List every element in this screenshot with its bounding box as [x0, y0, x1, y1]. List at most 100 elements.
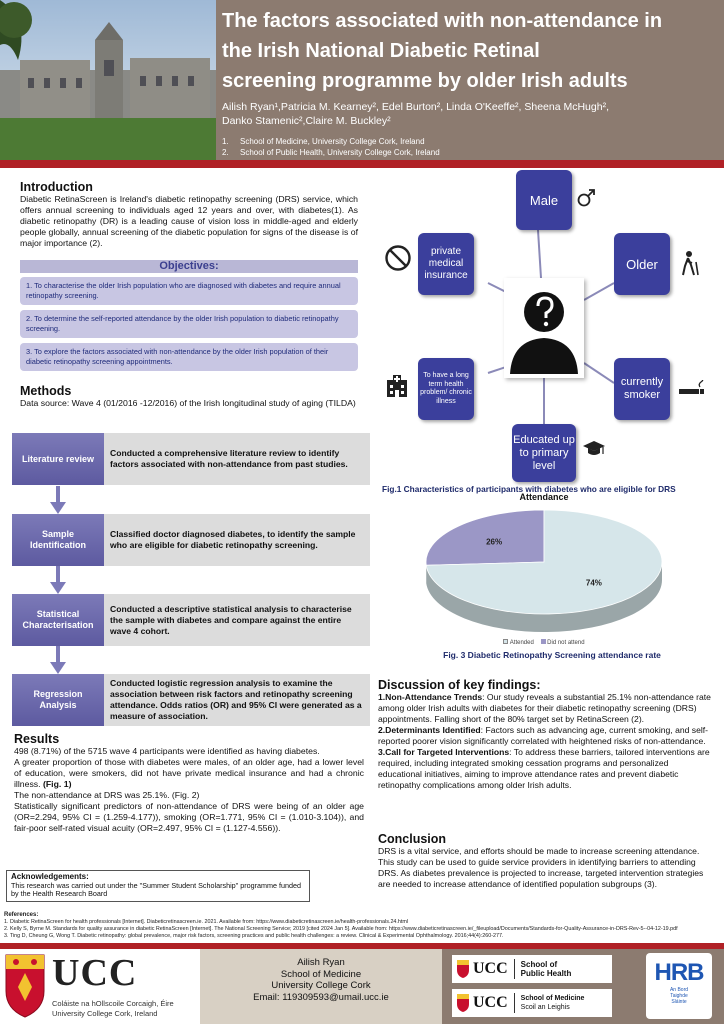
conclusion-heading: Conclusion — [378, 832, 447, 846]
participants-figure: Male private medical insurance Older To … — [378, 168, 724, 484]
figure-reference: (Fig. 1) — [42, 779, 72, 789]
discussion-item-text: : Our study reveals a substantial 25.1% … — [378, 692, 711, 724]
references: References: 1. Diabetic RetinaScreen for… — [4, 912, 720, 940]
discussion-item-text: : To address these barriers, tailored in… — [378, 747, 710, 790]
legend-swatch-attended — [503, 639, 509, 644]
discussion-body: 1.Non-Attendance Trends: Our study revea… — [378, 692, 712, 791]
header-divider — [0, 160, 724, 168]
legend-label: Attended — [509, 640, 534, 646]
prohibited-icon — [385, 245, 411, 271]
node-insurance: private medical insurance — [418, 233, 474, 295]
contact-email: Email: 119309593@umail.ucc.ie — [253, 991, 389, 1003]
step-label-sample: Sample Identification — [12, 514, 104, 566]
methods-source: Data source: Wave 4 (01/2016 -12/2016) o… — [20, 398, 356, 408]
step-text-statistical: Conducted a descriptive statistical anal… — [104, 594, 370, 646]
authors-line: Danko Stamenic²,Claire M. Buckley² — [222, 115, 391, 127]
acknowledgements-box: Acknowledgements: This research was carr… — [6, 870, 310, 902]
school-label-line: Scoil an Leighis — [520, 1004, 570, 1011]
results-body: 498 (8.71%) of the 5715 wave 4 participa… — [14, 746, 364, 834]
affiliation-number: 2. — [222, 148, 229, 157]
school-label-line: School of — [520, 960, 558, 969]
down-arrow-icon — [50, 646, 66, 674]
legend-swatch-not-attended — [540, 639, 546, 644]
reference-item: 3. Ting D, Cheung G, Wong T. Diabetic re… — [4, 933, 504, 939]
hrb-wordmark: HRB — [654, 959, 705, 986]
affiliation-text: School of Public Health, University Coll… — [240, 148, 440, 157]
small-ucc-crest-icon — [457, 960, 469, 978]
cigarette-icon — [679, 380, 704, 394]
references-heading: References: — [4, 912, 39, 918]
affiliation-item: 2. School of Public Health, University Co… — [222, 147, 718, 158]
affiliation-text: School of Medicine, University College C… — [240, 137, 425, 146]
down-arrow-icon — [50, 566, 66, 594]
pie-data-label: 26% — [486, 537, 502, 546]
affiliation-number: 1. — [222, 137, 229, 146]
node-male: Male — [516, 170, 572, 230]
step-label-regression: Regression Analysis — [12, 674, 104, 726]
affiliations: 1. School of Medicine, University College… — [222, 136, 718, 158]
small-ucc-wordmark: UCC — [473, 994, 508, 1011]
person-question-icon — [510, 292, 578, 374]
discussion-item: 1.Non-Attendance Trends: Our study revea… — [378, 692, 712, 725]
discussion-item: 2.Determinants Identified: Factors such … — [378, 725, 712, 747]
step-text-sample: Classified doctor diagnosed diabetes, to… — [104, 514, 370, 566]
discussion-item: 3.Call for Targeted Interventions: To ad… — [378, 747, 712, 791]
figure3-caption: Fig. 3 Diabetic Retinopathy Screening at… — [443, 650, 661, 660]
pie-chart: 26%74% — [425, 509, 663, 632]
figure1-caption: Fig.1 Characteristics of participants wi… — [382, 484, 676, 494]
hrb-irish-line: Taighde — [670, 993, 688, 999]
discussion-heading: Discussion of key findings: — [378, 678, 541, 692]
down-arrow-icon — [50, 486, 66, 514]
title-line: the Irish National Diabetic Retinal — [222, 40, 540, 62]
affiliation-item: 1. School of Medicine, University College… — [222, 136, 718, 147]
ucc-irish-name: Coláiste na hOllscoile Corcaigh, Éire — [52, 999, 174, 1008]
objectives-heading: Objectives: — [20, 260, 358, 273]
reference-item: 1. Diabetic RetinaScreen for health prof… — [4, 919, 409, 925]
discussion-item-title: 3.Call for Targeted Interventions — [378, 747, 510, 757]
small-ucc-crest-icon — [457, 994, 469, 1012]
ucc-quad-photo — [0, 0, 216, 160]
footer-divider — [0, 943, 724, 949]
discussion-item-title: 2.Determinants Identified — [378, 725, 481, 735]
methods-heading: Methods — [20, 384, 72, 398]
step-label-literature: Literature review — [12, 433, 104, 485]
introduction-heading: Introduction — [20, 180, 93, 194]
node-education: Educated up to primary level — [512, 424, 576, 482]
discussion-item-title: 1.Non-Attendance Trends — [378, 692, 483, 702]
acknowledgements-heading: Acknowledgements: — [11, 872, 89, 881]
contact-university: University College Cork — [271, 980, 371, 991]
contact-name: Ailish Ryan — [297, 957, 345, 968]
elderly-person-icon — [682, 251, 699, 276]
ucc-logo-block: UCC Coláiste na hOllscoile Corcaigh, Éir… — [0, 949, 200, 1024]
pie-slice-side — [426, 562, 662, 632]
results-heading: Results — [14, 732, 60, 746]
person-silhouette-card — [504, 278, 584, 378]
author-list: Ailish Ryan¹,Patricia M. Kearney², Edel … — [222, 100, 718, 128]
step-label-statistical: Statistical Characterisation — [12, 594, 104, 646]
results-paragraph: The non-attendance at DRS was 25.1%. (Fi… — [14, 790, 200, 800]
node-illness: To have a long term health problem/ chro… — [418, 358, 474, 420]
pie-slice-did-not-attend — [425, 509, 545, 566]
attendance-chart: Attendance 26%74% Attended Did not atten… — [424, 492, 664, 656]
hrb-logo: HRB An Bord Taighde Sláinte — [646, 953, 712, 1019]
ucc-wordmark: UCC — [52, 952, 138, 994]
hrb-irish-name: An Bord Taighde Sláinte — [646, 987, 712, 1005]
title-line: screening programme by older Irish adult… — [222, 70, 628, 92]
results-paragraph: A greater proportion of those with diabe… — [14, 757, 364, 790]
results-paragraph: 498 (8.71%) of the 5715 wave 4 participa… — [14, 746, 320, 756]
graduation-cap-icon — [583, 441, 605, 455]
objective-item: 1. To characterise the older Irish popul… — [20, 277, 358, 305]
introduction-text: Diabetic RetinaScreen is Ireland's diabe… — [20, 194, 358, 248]
contact-block: Ailish Ryan School of Medicine Universit… — [200, 949, 442, 1024]
school-label-line: Public Health — [520, 969, 572, 978]
discussion-item-text: : Factors such as advancing age, current… — [378, 725, 709, 746]
objective-item: 2. To determine the self-reported attend… — [20, 310, 358, 338]
chart-title: Attendance — [519, 492, 569, 502]
poster-title: The factors associated with non-attendan… — [222, 6, 718, 96]
results-text: A greater proportion of those with diabe… — [14, 757, 364, 789]
